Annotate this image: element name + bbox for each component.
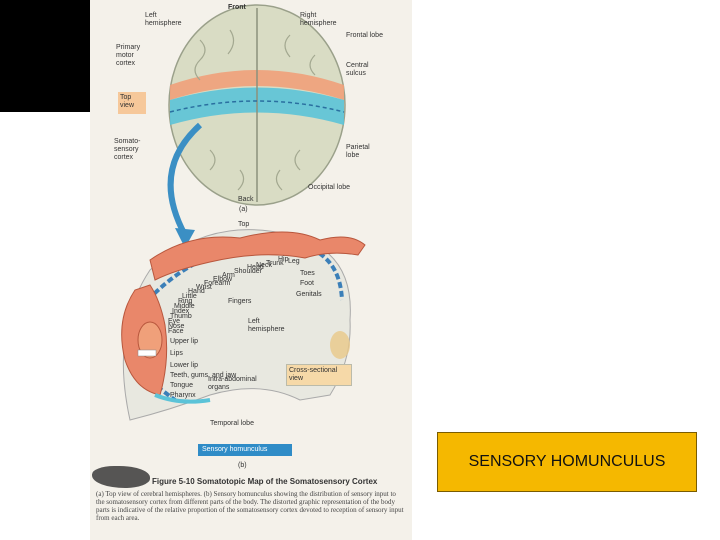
label-elbow: Elbow	[213, 276, 233, 283]
label-leg: Leg	[288, 258, 300, 265]
label-lips: Lips	[170, 350, 183, 357]
label-panel-a: (a)	[239, 206, 248, 213]
label-foot: Foot	[300, 280, 315, 287]
label-panel-b: (b)	[238, 462, 247, 469]
label-hip: Hip	[278, 256, 289, 263]
label-back: Back	[238, 196, 254, 203]
label-fingers: Fingers	[228, 298, 252, 305]
label-trunk: Trunk	[266, 260, 284, 267]
label-central-sulcus: Central sulcus	[346, 62, 369, 77]
label-upper-lip: Upper lip	[170, 338, 199, 345]
label-tongue: Tongue	[170, 382, 193, 389]
label-shoulder: Shoulder	[234, 268, 263, 275]
label-ring: Ring	[178, 298, 193, 305]
label-frontal-lobe: Frontal lobe	[346, 32, 383, 39]
top-view-tag: Top view	[118, 92, 146, 114]
label-arm: Arm	[222, 272, 235, 279]
label-temporal-lobe: Temporal lobe	[210, 420, 254, 427]
label-little: Little	[182, 293, 197, 300]
label-occipital-lobe: Occipital lobe	[308, 184, 351, 191]
slide-caption-box: SENSORY HOMUNCULUS	[437, 432, 697, 492]
black-panel	[0, 0, 90, 112]
label-hand: Hand	[188, 288, 205, 295]
label-top: Top	[238, 221, 250, 228]
label-left-hemisphere: Left hemisphere	[145, 12, 182, 27]
label-middle: Middle	[174, 303, 195, 310]
label-right-hemisphere: Right hemisphere	[300, 12, 337, 27]
figure-caption: (a) Top view of cerebral hemispheres. (b…	[96, 490, 404, 522]
label-index: Index	[172, 308, 190, 315]
sensory-homunculus-bar: Sensory homunculus	[198, 444, 292, 456]
label-somatosensory-cortex: Somato-sensory cortex	[114, 138, 141, 161]
label-head: Head	[247, 264, 264, 271]
label-teeth: Teeth, gums, and jaw	[170, 372, 237, 379]
label-parietal-lobe: Parietal lobe	[346, 144, 370, 159]
label-forearm: Forearm	[204, 280, 231, 287]
label-front: Front	[228, 4, 246, 11]
label-eye: Eye	[168, 318, 181, 325]
label-lower-lip: Lower lip	[170, 362, 199, 369]
ink-smudge	[92, 466, 150, 488]
cross-sectional-view-tag: Cross-sectional view	[286, 364, 352, 386]
label-neck: Neck	[256, 262, 272, 269]
label-thumb: Thumb	[170, 313, 192, 320]
label-intra-abdominal: Intra-abdominal organs	[208, 376, 257, 391]
label-primary-motor-cortex: Primary motor cortex	[116, 44, 141, 67]
label-nose: Nose	[168, 323, 185, 330]
label-face: Face	[168, 328, 184, 335]
label-pharynx: Pharynx	[170, 392, 196, 399]
figure-title: Figure 5-10 Somatotopic Map of the Somat…	[152, 477, 378, 486]
label-toes: Toes	[300, 270, 315, 277]
textbook-figure: Front Left hemisphere Right hemisphere P…	[90, 0, 412, 540]
slide-caption: SENSORY HOMUNCULUS	[468, 453, 666, 470]
label-wrist: Wrist	[196, 284, 212, 291]
label-cs-left-hemisphere: Left hemisphere	[248, 318, 285, 333]
label-genitals: Genitals	[296, 291, 322, 298]
